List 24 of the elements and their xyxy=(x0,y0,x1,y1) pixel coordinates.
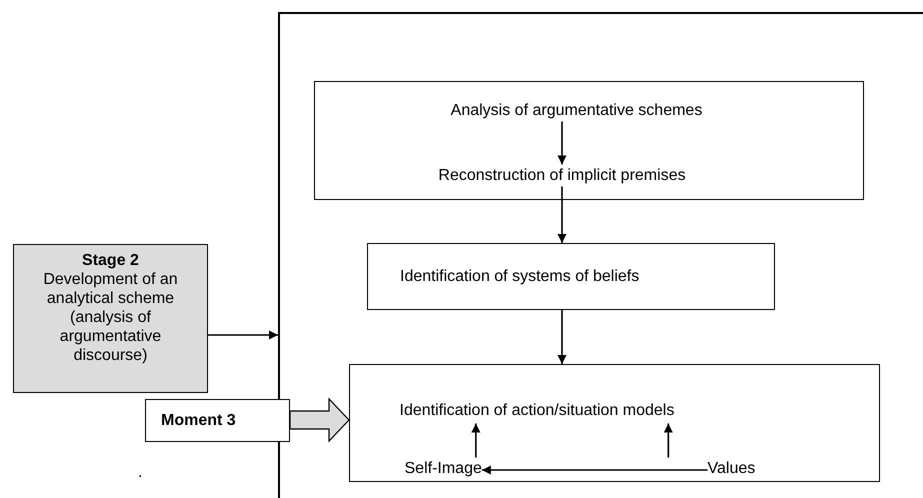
process-text: Reconstruction of implicit premises xyxy=(390,164,734,186)
stage-description: Development of an analytical scheme (analysis of argumentative discourse) xyxy=(42,270,179,365)
process-text: Values xyxy=(708,458,756,480)
frame-panel xyxy=(278,12,923,498)
arrow xyxy=(558,186,566,243)
stage-heading: Stage 2 xyxy=(81,251,140,270)
arrow xyxy=(208,330,278,340)
process-text: Identification of action/situation models xyxy=(400,400,674,424)
moment-label: Moment 3 xyxy=(161,410,236,430)
process-text: Self-Image xyxy=(404,458,482,480)
process-box xyxy=(367,243,775,310)
block-arrow xyxy=(289,398,350,442)
moment-box xyxy=(145,399,290,442)
process-box xyxy=(314,81,864,200)
arrow xyxy=(482,466,708,474)
stage-box xyxy=(13,244,208,393)
arrow xyxy=(664,424,673,458)
arrow xyxy=(471,424,480,458)
arrow xyxy=(558,310,566,364)
process-text: Analysis of argumentative schemes xyxy=(402,100,752,122)
arrow xyxy=(558,122,566,164)
process-box xyxy=(349,364,880,482)
box-text: Identification of systems of beliefs xyxy=(400,266,640,286)
dot-mark: . xyxy=(138,463,142,483)
